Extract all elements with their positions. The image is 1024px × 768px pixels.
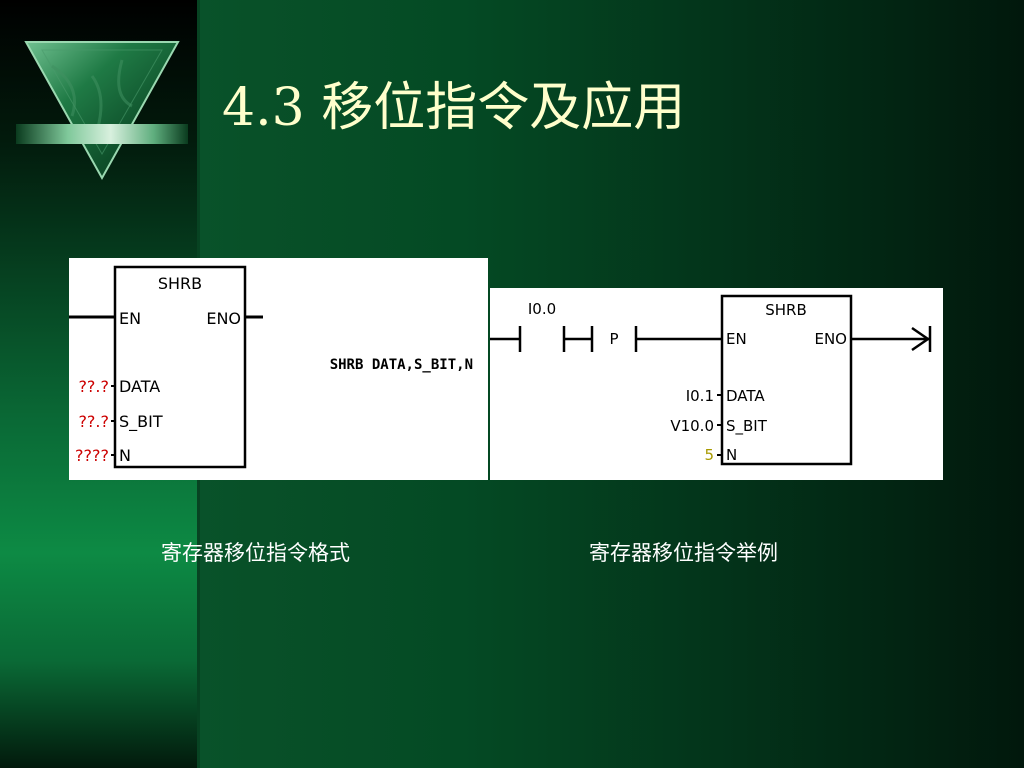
- contact-label: I0.0: [528, 300, 556, 318]
- data-pin-label: DATA: [119, 377, 160, 396]
- example-n-pin-label: N: [726, 446, 737, 464]
- example-data-pin-label: DATA: [726, 387, 765, 405]
- stl-statement: SHRB DATA,S_BIT,N: [330, 357, 473, 373]
- pulse-label: P: [609, 330, 618, 348]
- slide-title: 4.3 移位指令及应用: [222, 78, 686, 138]
- example-diagram-panel: I0.0 P SHRB EN ENO DATA S_BIT N I0.1 V10…: [490, 288, 943, 480]
- block-name: SHRB: [158, 274, 202, 293]
- n-param-placeholder: ????: [75, 446, 109, 465]
- sbit-param-placeholder: ??.?: [78, 412, 109, 431]
- example-block-name: SHRB: [765, 301, 807, 319]
- example-en-pin-label: EN: [726, 330, 747, 348]
- example-caption: 寄存器移位指令举例: [589, 541, 778, 565]
- eno-pin-label: ENO: [206, 309, 241, 328]
- en-pin-label: EN: [119, 309, 141, 328]
- shrb-example-ladder: I0.0 P SHRB EN ENO DATA S_BIT N I0.1 V10…: [490, 294, 932, 466]
- format-caption: 寄存器移位指令格式: [161, 541, 350, 565]
- n-value: 5: [704, 446, 714, 464]
- shrb-format-ladder: SHRB EN ENO DATA S_BIT N ??.? ??.? ???? …: [69, 265, 473, 469]
- sbit-pin-label: S_BIT: [119, 412, 163, 432]
- data-value: I0.1: [686, 387, 714, 405]
- data-param-placeholder: ??.?: [78, 377, 109, 396]
- format-diagram-panel: SHRB EN ENO DATA S_BIT N ??.? ??.? ???? …: [69, 258, 488, 480]
- sbit-value: V10.0: [670, 417, 714, 435]
- triangle-logo-icon: [16, 41, 188, 181]
- example-sbit-pin-label: S_BIT: [726, 417, 768, 436]
- n-pin-label: N: [119, 446, 131, 465]
- example-eno-pin-label: ENO: [814, 330, 847, 348]
